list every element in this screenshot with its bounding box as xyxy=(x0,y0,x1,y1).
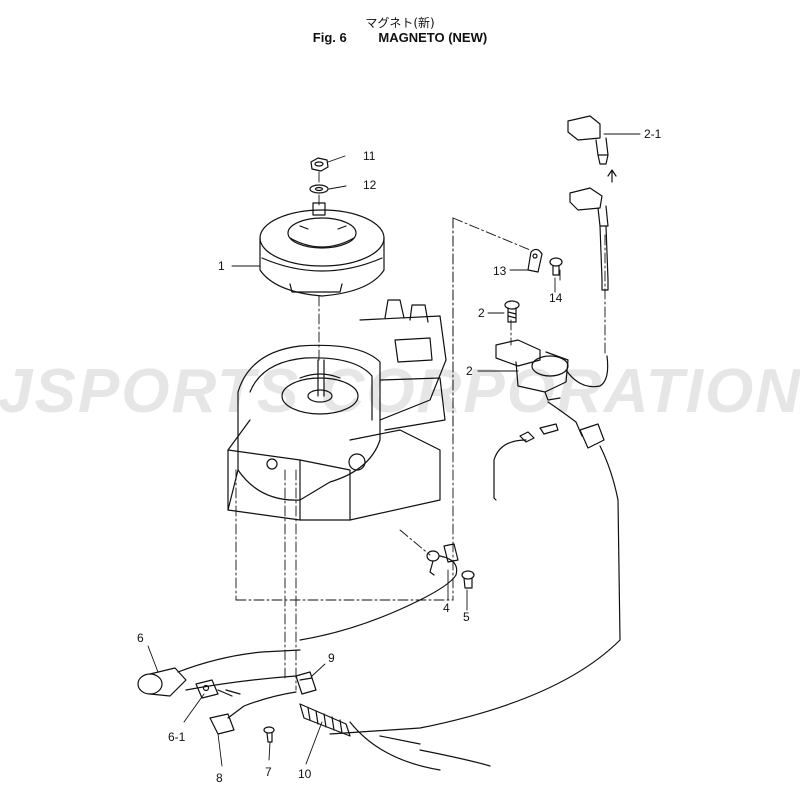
engine-block xyxy=(227,299,447,521)
callout-2-1: 2-1 xyxy=(644,127,662,141)
bolt-part-2 xyxy=(504,300,520,323)
callout-13: 13 xyxy=(493,264,507,278)
clamp-part-9 xyxy=(295,671,317,695)
ground-lead-part-4 xyxy=(299,543,459,641)
figure-caption: Fig. 6 MAGNETO (NEW) xyxy=(0,30,800,45)
nut-part-11 xyxy=(310,157,329,172)
callout-12: 12 xyxy=(363,178,377,192)
callout-2-bolt: 2 xyxy=(478,306,485,320)
clip-part-6-1 xyxy=(195,679,241,699)
japanese-title: マグネト(新) xyxy=(365,16,435,30)
callout-4: 4 xyxy=(443,601,450,615)
callout-14: 14 xyxy=(549,291,563,305)
protective-tube-part-10 xyxy=(299,703,351,737)
screw-part-7 xyxy=(263,726,275,743)
callout-6: 6 xyxy=(137,631,144,645)
flywheel-part-1 xyxy=(259,202,385,297)
callout-7: 7 xyxy=(265,765,272,779)
spark-plug-cap-part-2-1 xyxy=(567,115,617,291)
callout-5: 5 xyxy=(463,610,470,624)
callout-11: 11 xyxy=(363,149,376,163)
figure-number: Fig. 6 xyxy=(312,30,347,45)
screw-part-5 xyxy=(461,570,475,589)
callout-8: 8 xyxy=(216,771,223,785)
callout-2-coil: 2 xyxy=(466,364,473,378)
figure-title: MAGNETO (NEW) xyxy=(378,30,488,45)
clip-part-13 xyxy=(527,248,543,273)
watermark-text: JSPORTS CORPORATION xyxy=(0,357,800,426)
callout-10: 10 xyxy=(298,767,312,781)
callout-1: 1 xyxy=(218,259,225,273)
center-lines xyxy=(235,171,606,691)
clip-part-8 xyxy=(209,691,297,735)
screw-part-14 xyxy=(549,257,563,276)
callout-6-1: 6-1 xyxy=(168,730,186,744)
leader-lines xyxy=(147,133,641,767)
washer-part-12 xyxy=(309,184,329,194)
wire-harness xyxy=(329,401,621,771)
callout-9: 9 xyxy=(328,651,335,665)
stop-switch-part-6 xyxy=(137,649,301,697)
ignition-coil-part-2 xyxy=(495,339,609,401)
